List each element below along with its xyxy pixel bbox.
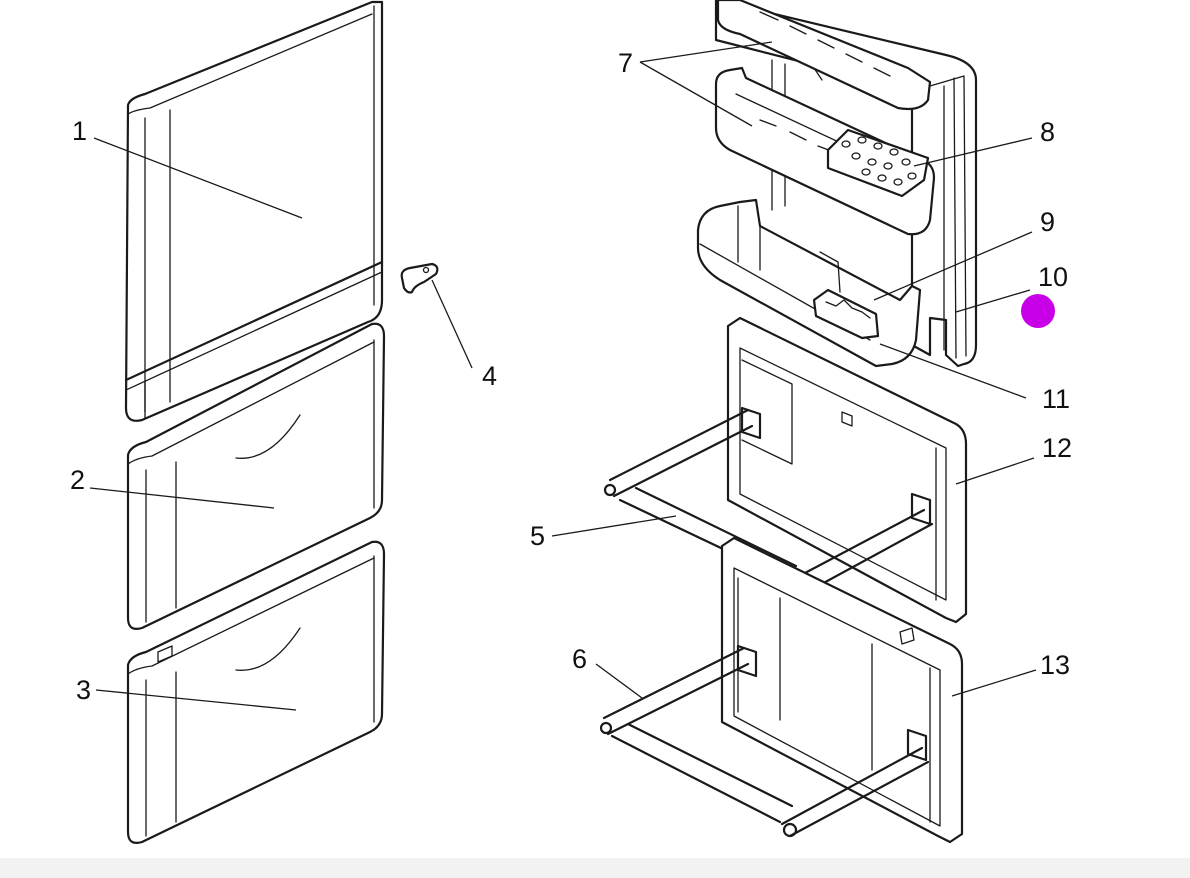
label-6: 6	[572, 644, 587, 674]
bottom-strip	[0, 858, 1190, 878]
part-1-upper-door	[124, 0, 384, 422]
part-5-upper-shelf	[603, 406, 934, 602]
label-10: 10	[1038, 262, 1068, 292]
part-9-divider	[812, 288, 880, 340]
label-12: 12	[1042, 433, 1072, 463]
label-3: 3	[76, 675, 91, 705]
part-2-middle-drawer	[126, 322, 386, 630]
part-6-lower-shelf	[599, 644, 930, 838]
part-8-egg-tray	[826, 128, 930, 198]
leader-lines	[89, 41, 1037, 711]
label-2: 2	[70, 465, 85, 495]
part-4-hinge-clip	[400, 262, 439, 294]
label-9: 9	[1040, 207, 1055, 237]
part-13-lower-inner-door	[720, 536, 964, 844]
label-4: 4	[482, 361, 497, 391]
cursor-marker-dot	[1021, 294, 1055, 328]
part-7-door-shelves	[714, 0, 936, 236]
part-3-lower-drawer	[126, 540, 386, 844]
label-13: 13	[1040, 650, 1070, 680]
part-12-upper-inner-door	[726, 316, 968, 624]
label-8: 8	[1040, 117, 1055, 147]
label-11: 11	[1042, 384, 1070, 414]
label-7: 7	[618, 48, 633, 78]
part-labels: 1 2 3 4 5 6 7 8 9 10 11 12 13	[70, 48, 1072, 705]
label-5: 5	[530, 521, 545, 551]
label-1: 1	[72, 116, 87, 146]
